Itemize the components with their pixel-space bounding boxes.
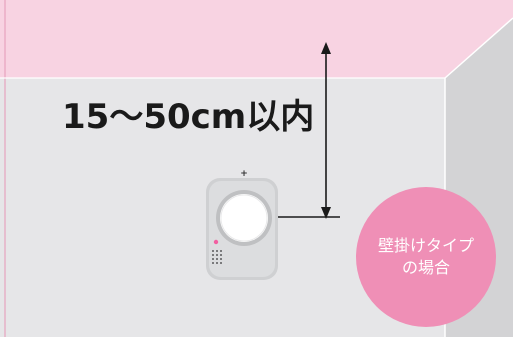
ceiling bbox=[0, 0, 513, 78]
arrow-head-up-icon bbox=[321, 42, 331, 54]
badge-line-1: 壁掛けタイプ bbox=[377, 236, 474, 256]
speaker-grille-icon bbox=[212, 250, 222, 264]
arrow-head-down-icon bbox=[321, 207, 331, 219]
status-led bbox=[213, 239, 219, 245]
mount-type-badge: 壁掛けタイプ の場合 bbox=[356, 196, 496, 318]
plus-icon: + bbox=[240, 169, 248, 179]
badge-circle bbox=[356, 187, 496, 327]
distance-label: 15～50cm以内 bbox=[62, 97, 315, 137]
badge-line-2: の場合 bbox=[401, 258, 450, 277]
ceiling-corner-edge bbox=[444, 17, 513, 79]
wall-mounted-alarm-icon: + bbox=[206, 169, 278, 280]
